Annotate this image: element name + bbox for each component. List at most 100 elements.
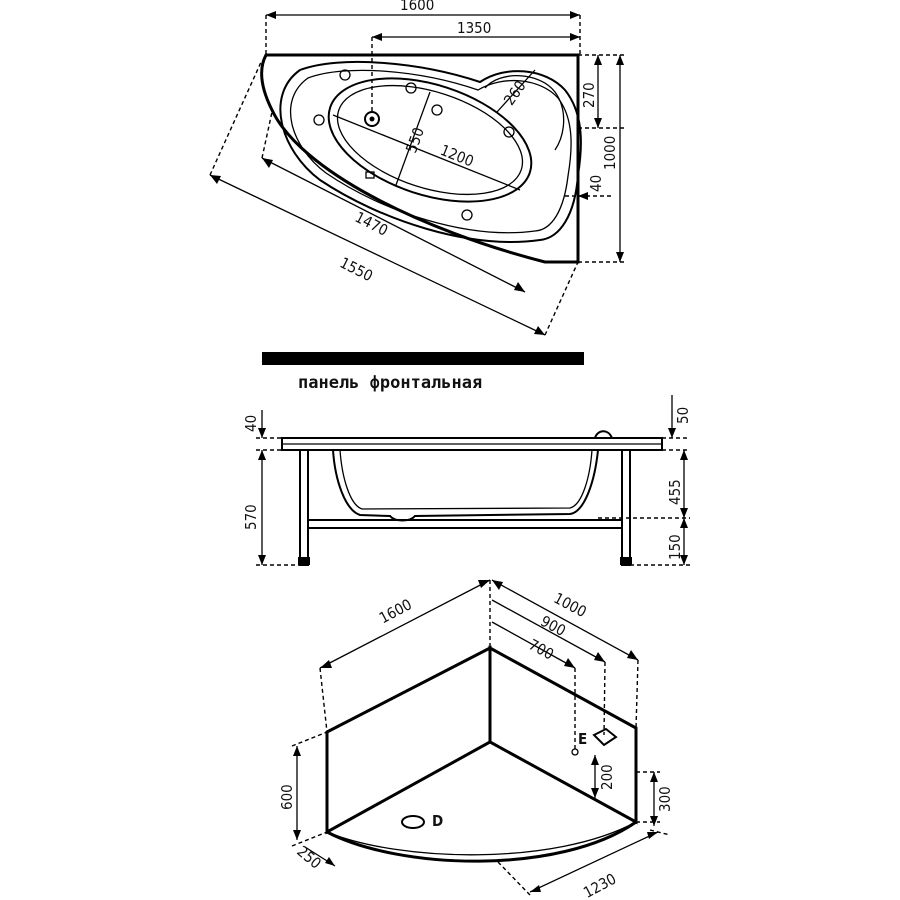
dim-600-label: 600 [278, 784, 296, 810]
dim-line-550 [395, 91, 431, 186]
arrow-icon [578, 192, 588, 200]
dim-300-label: 300 [656, 786, 674, 812]
jet-icon [365, 171, 375, 179]
arrow-icon [591, 755, 599, 765]
dim-line-1600-iso [319, 579, 491, 669]
dim-line-260 [496, 69, 536, 113]
arrow-icon [594, 55, 602, 65]
arrow-icon [293, 746, 301, 756]
dim-550-label: 550 [402, 125, 428, 155]
dim-200-label: 200 [598, 764, 616, 790]
dim-1350-label: 1350 [457, 19, 491, 37]
dim-50-label: 50 [674, 407, 692, 424]
arrow-icon [564, 658, 575, 668]
dim-line-1000-iso [491, 579, 639, 661]
jet-icon [405, 82, 417, 94]
dim-line-900 [491, 599, 606, 663]
arrow-icon [616, 55, 624, 65]
dim-570-label: 570 [242, 504, 260, 530]
arrow-icon [680, 508, 688, 518]
floor-drain-icon [401, 815, 425, 829]
arrow-icon [594, 118, 602, 128]
drain-icon [364, 111, 380, 127]
jets [313, 69, 515, 221]
dim-1230-label: 1230 [580, 870, 619, 900]
front-panel-bar [262, 352, 584, 365]
jet-icon [503, 126, 515, 138]
dim-150-label: 150 [666, 534, 684, 560]
side-frame [307, 519, 623, 529]
arrow-icon [591, 788, 599, 798]
arrow-icon [594, 652, 605, 662]
dim-700-label: 700 [526, 636, 557, 664]
iso-floor-arc [326, 820, 637, 863]
arrow-icon [647, 832, 658, 839]
jet-icon [313, 114, 325, 126]
arrow-icon [668, 428, 676, 438]
dim-40-label: 40 [587, 175, 605, 192]
front-panel-caption: панель фронтальная [298, 373, 482, 393]
arrow-icon [258, 428, 266, 438]
iso-view: E D 1600 1000 900 700 600 [278, 579, 674, 900]
jet-icon [461, 209, 473, 221]
arrow-icon [650, 772, 658, 782]
arrow-icon [650, 816, 658, 826]
arrow-icon [210, 175, 221, 184]
dim-1000-iso-label: 1000 [551, 589, 590, 621]
arrow-icon [258, 450, 266, 460]
top-basin-inner [336, 84, 524, 196]
drain-label: D [432, 812, 443, 830]
electric-box-icon [592, 727, 618, 747]
arrow-icon [478, 580, 490, 588]
top-basin [327, 77, 533, 203]
side-leg-right [621, 449, 631, 566]
dim-455-label: 455 [666, 479, 684, 505]
electric-label: E [578, 730, 587, 748]
arrow-icon [320, 660, 332, 668]
arrow-icon [570, 33, 580, 41]
drain-center-icon [369, 116, 375, 122]
side-leg-left [299, 449, 309, 566]
top-rim-outline [260, 53, 580, 264]
arrow-icon [616, 252, 624, 262]
arrow-icon [262, 158, 273, 168]
dim-1600-label: 1600 [400, 0, 434, 14]
dim-line-1550 [209, 174, 546, 336]
front-panel: панель фронтальная [262, 352, 584, 393]
arrow-icon [680, 450, 688, 460]
arrow-icon [293, 830, 301, 840]
dim-1000-label: 1000 [601, 136, 619, 170]
outlet-icon [571, 748, 579, 756]
jet-icon [339, 69, 351, 81]
arrow-icon [372, 33, 382, 41]
top-headrest [484, 75, 565, 151]
side-view: 40 570 50 455 150 [242, 395, 692, 566]
dim-900-label: 900 [538, 612, 569, 640]
arrow-icon [258, 555, 266, 565]
arrow-icon [627, 650, 638, 660]
arrow-icon [492, 580, 503, 590]
dim-line-1200 [332, 114, 521, 191]
top-deck-oval-inner [289, 69, 572, 234]
top-view: 1600 1350 260 550 1200 270 1000 40 [209, 0, 625, 336]
arrow-icon [514, 282, 525, 292]
dim-1200-label: 1200 [438, 141, 477, 171]
arrow-icon [530, 885, 541, 892]
arrow-icon [534, 326, 545, 335]
dim-line-1230 [529, 831, 659, 893]
jet-icon [431, 104, 443, 116]
dim-1550-label: 1550 [337, 254, 376, 286]
top-deck-oval [279, 60, 582, 243]
dim-line-1470 [261, 157, 526, 293]
side-basin [332, 449, 599, 522]
side-headrest [594, 430, 613, 439]
dim-270-label: 270 [580, 82, 598, 108]
arrow-icon [680, 555, 688, 565]
iso-wall-left [325, 645, 492, 835]
dim-1470-label: 1470 [352, 208, 391, 240]
dim-40-side-label: 40 [242, 415, 260, 432]
arrow-icon [680, 518, 688, 528]
arrow-icon [266, 11, 276, 19]
arrow-icon [325, 857, 335, 866]
